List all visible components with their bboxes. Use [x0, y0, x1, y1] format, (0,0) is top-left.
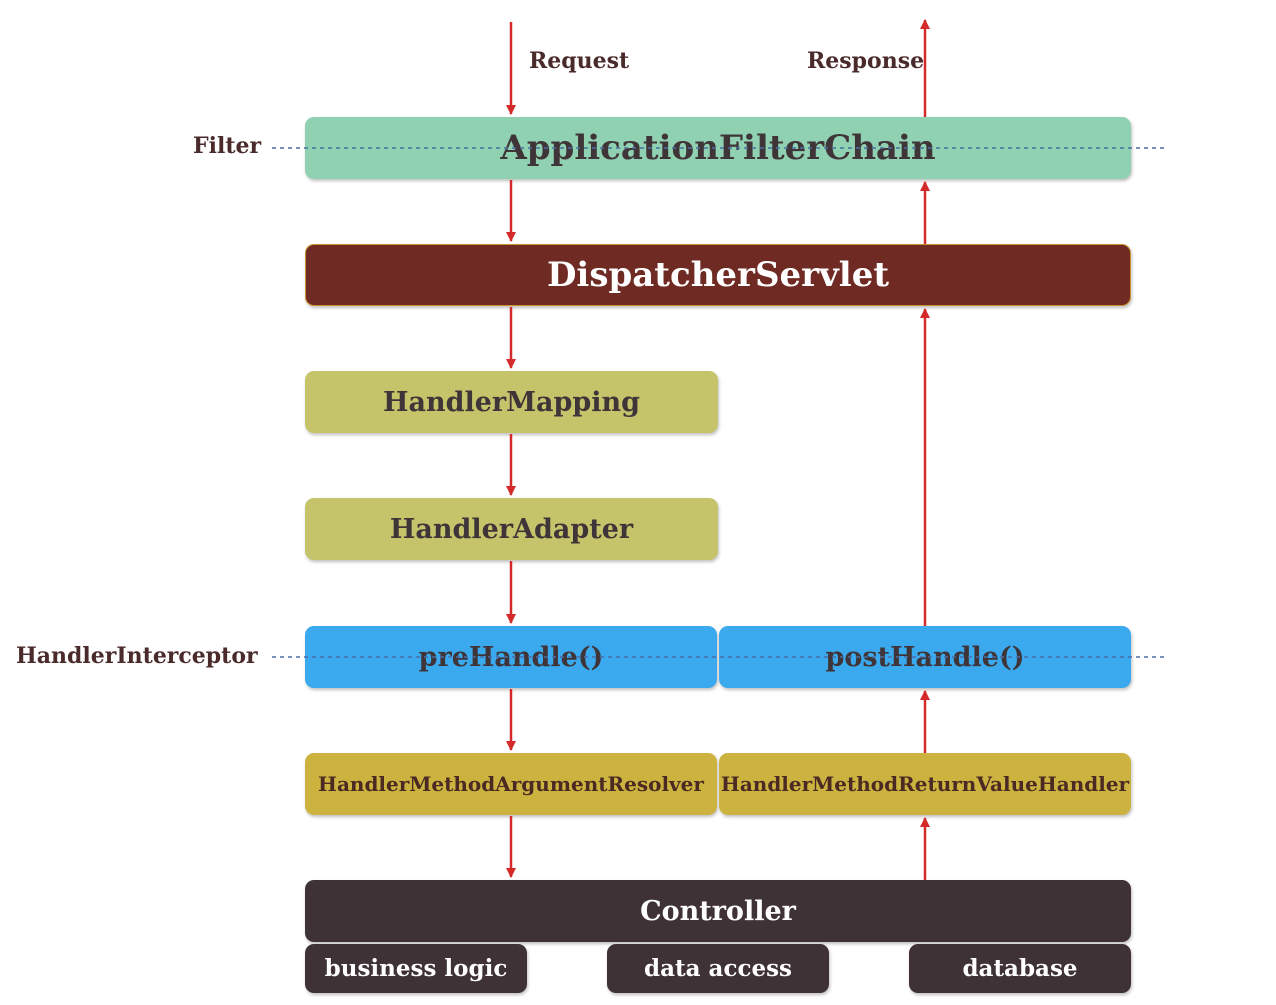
handler-interceptor-label: HandlerInterceptor: [16, 643, 258, 669]
return-value-handler-box: HandlerMethodReturnValueHandler: [719, 753, 1131, 815]
controller-label: Controller: [640, 895, 796, 927]
data-access-label: data access: [644, 955, 792, 982]
dispatcher-servlet-box: DispatcherServlet: [305, 244, 1131, 306]
response-label: Response: [807, 48, 925, 74]
handler-adapter-label: HandlerAdapter: [389, 513, 634, 545]
handler-mapping-label: HandlerMapping: [382, 386, 641, 418]
controller-box: Controller: [305, 880, 1131, 942]
request-label: Request: [529, 48, 630, 74]
handler-adapter-box: HandlerAdapter: [305, 498, 718, 560]
return-value-handler-label: HandlerMethodReturnValueHandler: [720, 772, 1130, 796]
data-access-box: data access: [607, 944, 829, 993]
business-logic-label: business logic: [324, 955, 508, 982]
argument-resolver-label: HandlerMethodArgumentResolver: [318, 772, 704, 796]
dispatcher-servlet-label: DispatcherServlet: [546, 255, 890, 295]
application-filter-chain-label: ApplicationFilterChain: [500, 128, 936, 168]
argument-resolver-box: HandlerMethodArgumentResolver: [305, 753, 717, 815]
business-logic-box: business logic: [305, 944, 527, 993]
database-box: database: [909, 944, 1131, 993]
handler-mapping-box: HandlerMapping: [305, 371, 718, 433]
database-label: database: [962, 955, 1078, 982]
filter-label: Filter: [193, 133, 262, 159]
